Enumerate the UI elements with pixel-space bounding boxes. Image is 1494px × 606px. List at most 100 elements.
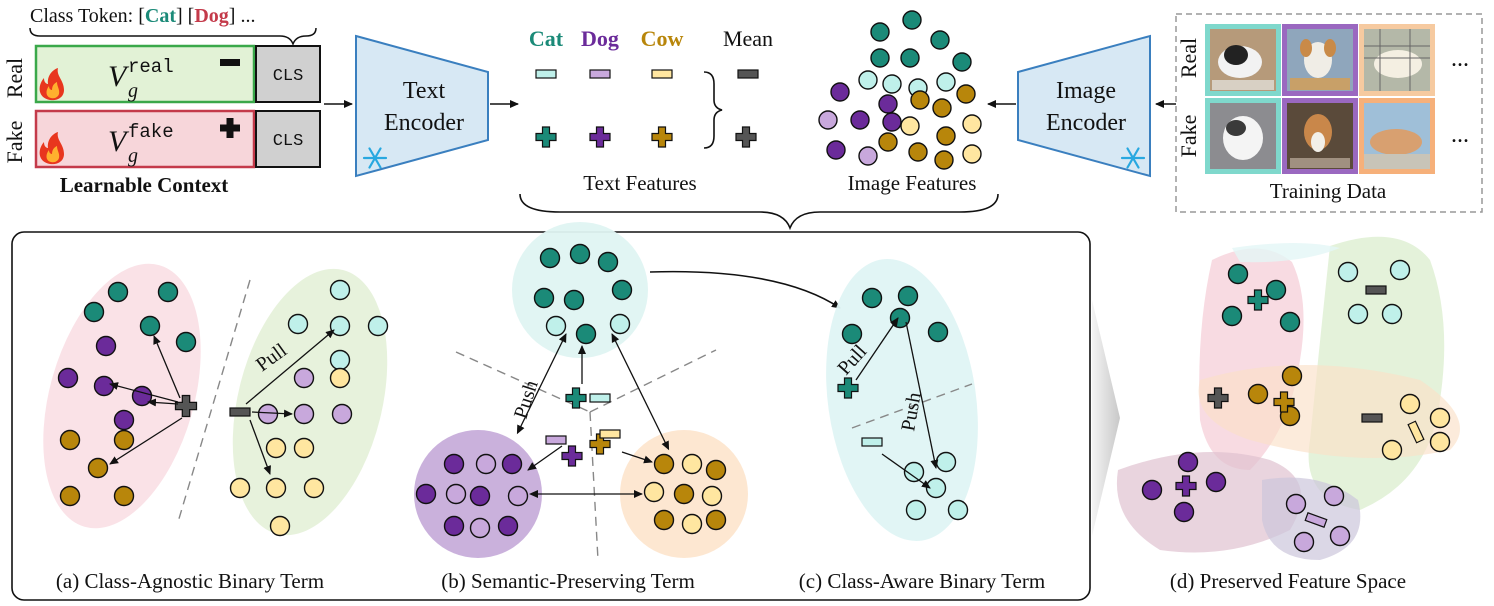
feature-point xyxy=(443,515,465,537)
minus-feature-icon xyxy=(535,69,557,79)
plus-shape xyxy=(735,126,757,148)
relation-arrow xyxy=(881,453,931,489)
plus-feature-icon xyxy=(561,445,583,467)
feature-point xyxy=(882,112,902,132)
image-feature-cloud xyxy=(818,10,982,170)
plus-shape xyxy=(837,377,859,399)
class-aware-panel: Pull Push (c) Class-Aware Binary Term xyxy=(799,259,1045,593)
feature-point xyxy=(705,509,727,531)
feature-point xyxy=(501,453,523,475)
feature-point xyxy=(113,485,135,507)
feature-point xyxy=(1221,305,1243,327)
flame-icon xyxy=(39,132,64,165)
push-label-b: Push xyxy=(510,378,543,422)
plus-shape xyxy=(651,126,673,148)
feature-point xyxy=(329,315,351,337)
legend-cow: Cow xyxy=(641,26,684,51)
real-row-ellipsis: ... xyxy=(1451,46,1469,72)
plus-feature-icon xyxy=(174,394,198,418)
feature-point xyxy=(826,140,846,160)
feature-point xyxy=(932,98,952,118)
feature-point xyxy=(533,287,555,309)
feature-point xyxy=(113,429,135,451)
feature-point xyxy=(445,483,467,505)
feature-point xyxy=(469,485,491,507)
feature-point xyxy=(611,279,633,301)
plus-shape xyxy=(589,433,611,455)
feature-point xyxy=(1281,365,1303,387)
feature-point xyxy=(643,481,665,503)
plus-feature-icon xyxy=(1273,391,1295,413)
feature-point xyxy=(818,110,838,130)
feature-point xyxy=(905,499,927,521)
feature-point xyxy=(1399,393,1421,415)
image-features-label: Image Features xyxy=(848,171,977,195)
relation-arrow xyxy=(621,451,653,464)
feature-point xyxy=(1205,471,1227,493)
feature-point xyxy=(902,10,922,30)
feature-point xyxy=(113,409,135,431)
minus-feature-icon xyxy=(1304,512,1328,528)
image-encoder: Image Encoder xyxy=(1017,34,1151,178)
real-cow-image xyxy=(1359,24,1435,96)
feature-point xyxy=(681,513,703,535)
feature-point xyxy=(1293,531,1315,553)
feature-point xyxy=(1279,311,1301,333)
feature-point xyxy=(1173,501,1195,523)
snowflake-icon xyxy=(1120,147,1146,169)
feature-point xyxy=(265,477,287,499)
feature-point xyxy=(139,315,161,337)
feature-point xyxy=(673,483,695,505)
feature-point xyxy=(903,461,925,483)
plus-feature-icon xyxy=(735,126,757,148)
relation-arrow xyxy=(855,317,899,381)
minus-feature-icon xyxy=(1365,285,1387,295)
plus-feature-icon xyxy=(1207,387,1229,409)
minus-feature-icon xyxy=(599,429,621,439)
svg-text:Image: Image xyxy=(1056,78,1116,104)
feature-point xyxy=(1329,525,1351,547)
feature-point xyxy=(415,483,437,505)
feature-point xyxy=(878,132,898,152)
feature-point xyxy=(861,287,883,309)
plus-shape xyxy=(589,126,611,148)
feature-point xyxy=(1177,451,1199,473)
fake-row-label: Fake xyxy=(2,121,27,164)
relation-arrow xyxy=(249,419,271,475)
plus-feature-icon xyxy=(1175,475,1197,497)
feature-point xyxy=(878,94,898,114)
real-cat-image xyxy=(1205,24,1281,96)
feature-point xyxy=(681,453,703,475)
svg-text:V: V xyxy=(108,125,130,158)
relation-arrow xyxy=(245,329,335,405)
feature-point xyxy=(962,144,982,164)
feature-point xyxy=(1347,303,1369,325)
feature-point xyxy=(882,74,902,94)
transition-arrow xyxy=(1092,300,1120,536)
feature-point xyxy=(1285,493,1307,515)
feature-point xyxy=(87,457,109,479)
feature-point xyxy=(653,509,675,531)
feature-point xyxy=(597,251,619,273)
caption-d: (d) Preserved Feature Space xyxy=(1170,569,1406,593)
feature-point xyxy=(653,453,675,475)
feature-point xyxy=(83,301,105,323)
feature-point xyxy=(858,146,878,166)
plus-feature-icon xyxy=(565,387,587,409)
feature-point xyxy=(575,323,597,345)
svg-text:Text: Text xyxy=(403,78,446,104)
minus-feature-icon xyxy=(651,69,673,79)
svg-text:CLS: CLS xyxy=(273,67,304,86)
feature-point xyxy=(539,247,561,269)
relation-arrow xyxy=(905,321,939,469)
feature-point xyxy=(59,485,81,507)
feature-point xyxy=(329,279,351,301)
feature-point xyxy=(870,48,890,68)
flow-arrow-b-to-c xyxy=(649,270,841,309)
feature-point xyxy=(569,243,591,265)
feature-point xyxy=(293,437,315,459)
mean-brace xyxy=(703,71,723,149)
svg-text:CLS: CLS xyxy=(273,132,304,151)
class-token-label: Class Token: [Cat] [Dog] ... xyxy=(30,5,255,27)
feature-point xyxy=(936,72,956,92)
